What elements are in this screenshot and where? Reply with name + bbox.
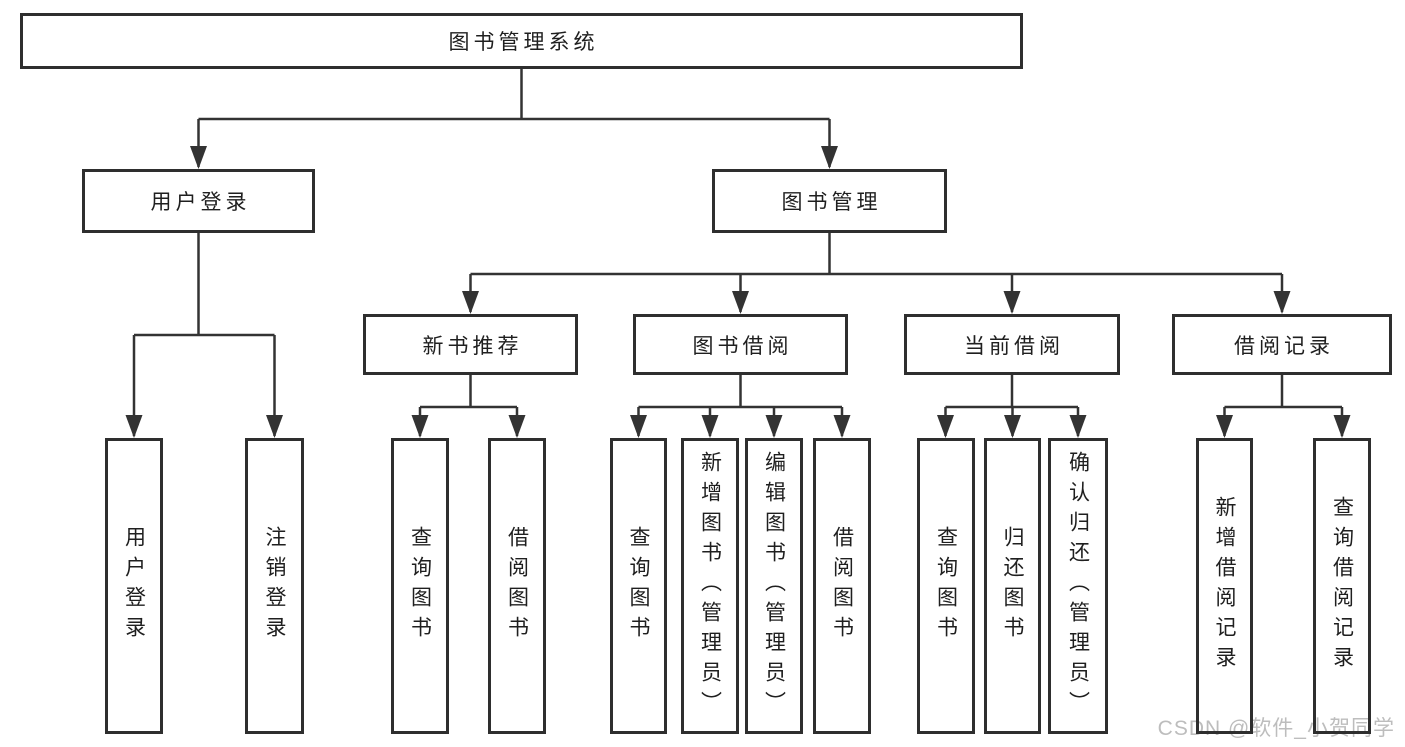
node-current-borrowing: 当前借阅: [904, 314, 1120, 375]
leaf-query-books-recommend: 查询图书: [391, 438, 449, 734]
node-label: 图书借阅: [692, 334, 793, 358]
leaf-query-books-borrowing: 查询图书: [610, 438, 667, 734]
csdn-watermark: CSDN @软件_小贺同学: [1157, 717, 1395, 740]
leaf-confirm-return-admin: 确认归还（管理员）: [1048, 438, 1108, 734]
leaf-user-login: 用户登录: [105, 438, 163, 734]
leaf-add-book-admin: 新增图书（管理员）: [681, 438, 739, 734]
leaf-label: 确认归还（管理员）: [1066, 451, 1090, 721]
leaf-label: 查询借阅记录: [1330, 496, 1354, 676]
leaf-return-book: 归还图书: [984, 438, 1041, 734]
leaf-query-borrow-record: 查询借阅记录: [1313, 438, 1371, 734]
connector-newbookrec-to-leaves: [418, 375, 519, 436]
connector-userlogin-to-leaves: [132, 233, 276, 436]
node-new-book-recommend: 新书推荐: [363, 314, 578, 375]
connector-bookmgmt-to-level3: [469, 233, 1284, 312]
node-user-login: 用户登录: [82, 169, 315, 233]
node-book-management: 图书管理: [712, 169, 947, 233]
leaf-label: 用户登录: [122, 526, 146, 646]
leaf-logout: 注销登录: [245, 438, 304, 734]
leaf-query-books-current: 查询图书: [917, 438, 975, 734]
leaf-label: 查询图书: [408, 526, 432, 646]
leaf-label: 新增图书（管理员）: [698, 451, 722, 721]
node-label: 借阅记录: [1234, 334, 1334, 358]
node-book-borrowing: 图书借阅: [633, 314, 848, 375]
node-label: 用户登录: [150, 191, 251, 214]
leaf-label: 借阅图书: [830, 526, 854, 646]
connector-root-to-level2: [197, 69, 831, 167]
node-book-management-system: 图书管理系统: [20, 13, 1023, 69]
node-label: 图书管理: [781, 191, 882, 214]
leaf-label: 查询图书: [934, 526, 958, 646]
node-borrowing-records: 借阅记录: [1172, 314, 1392, 375]
leaf-label: 编辑图书（管理员）: [762, 451, 786, 721]
leaf-borrow-books: 借阅图书: [813, 438, 871, 734]
node-label: 新书推荐: [422, 334, 523, 358]
leaf-label: 注销登录: [263, 526, 286, 646]
leaf-label: 借阅图书: [505, 526, 529, 646]
node-label: 当前借阅: [964, 334, 1064, 358]
connector-borrowrecords-to-leaves: [1223, 375, 1344, 436]
leaf-label: 查询图书: [627, 526, 650, 646]
arrowheads: [125, 146, 1351, 438]
connector-bookborrow-to-leaves: [637, 375, 844, 436]
leaf-label: 归还图书: [1001, 526, 1024, 646]
node-label: 图书管理系统: [448, 31, 599, 54]
leaf-add-borrow-record: 新增借阅记录: [1196, 438, 1253, 734]
leaf-label: 新增借阅记录: [1213, 496, 1236, 676]
leaf-borrow-books-recommend: 借阅图书: [488, 438, 546, 734]
leaf-edit-book-admin: 编辑图书（管理员）: [745, 438, 803, 734]
